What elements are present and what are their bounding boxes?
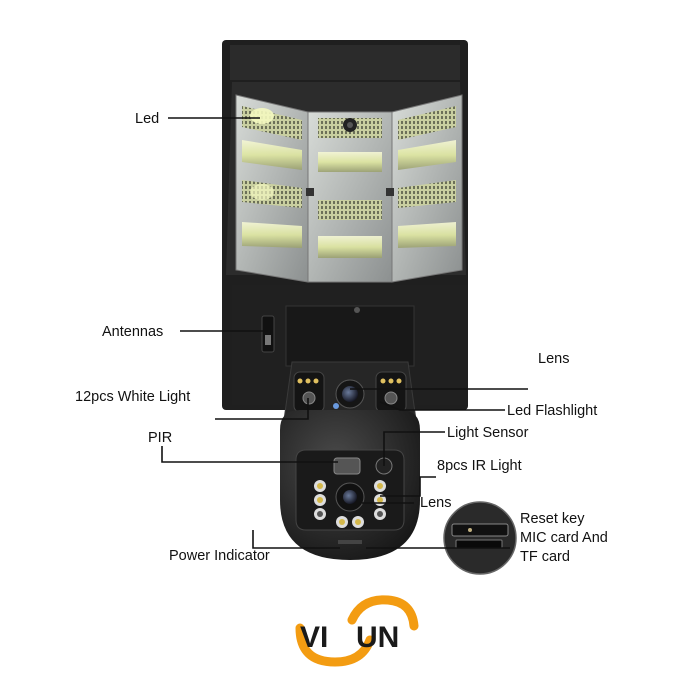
label-lens-top: Lens	[538, 351, 569, 367]
card-slot-inset	[443, 501, 517, 575]
brand-logo: VI UN	[295, 595, 419, 667]
camera-dome	[280, 410, 420, 560]
label-mic-card: MIC card And	[520, 530, 608, 546]
led-panel	[235, 94, 463, 283]
label-ir-light: 8pcs IR Light	[437, 458, 522, 474]
label-antennas: Antennas	[102, 324, 163, 340]
label-pir: PIR	[148, 430, 172, 446]
label-led-flashlight: Led Flashlight	[507, 403, 597, 419]
led-strips-right	[398, 106, 456, 248]
leader-lines	[161, 117, 528, 549]
camera-upper	[283, 361, 417, 421]
label-led: Led	[135, 111, 159, 127]
led-strips-left	[242, 106, 302, 248]
label-power-indicator: Power Indicator	[169, 548, 270, 564]
led-strips-center	[306, 118, 394, 258]
logo-text-right: UN	[356, 621, 399, 654]
label-white-light: 12pcs White Light	[75, 389, 190, 405]
label-reset-key: Reset key	[520, 511, 585, 527]
label-lens-bottom: Lens	[420, 495, 451, 511]
label-light-sensor: Light Sensor	[447, 425, 529, 441]
label-tf-card: TF card	[520, 549, 570, 565]
logo-text-left: VI	[300, 621, 328, 654]
